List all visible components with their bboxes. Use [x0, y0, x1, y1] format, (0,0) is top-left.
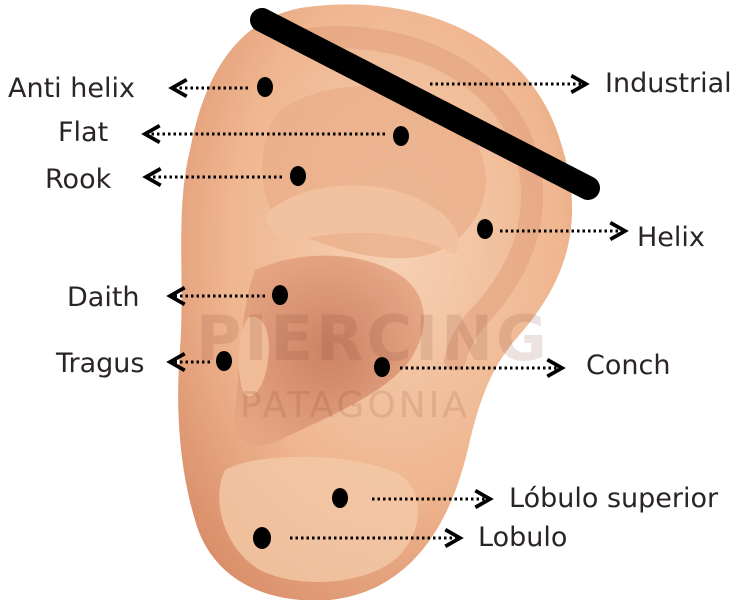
earlobe: [219, 456, 419, 582]
label-flat: Flat: [58, 117, 109, 148]
watermark-line-2: PATAGONIA: [240, 385, 470, 426]
piercing-markers: [216, 77, 493, 549]
dot-anti-helix: [257, 77, 273, 97]
dot-flat: [393, 126, 409, 146]
watermark-line-1: PIERCING: [196, 302, 550, 375]
label-daith: Daith: [67, 282, 140, 313]
dot-conch: [374, 357, 390, 377]
label-industrial: Industrial: [605, 68, 732, 99]
label-conch: Conch: [586, 350, 671, 381]
dot-daith: [272, 285, 288, 305]
antihelix-fold: [265, 185, 459, 255]
label-lobulo: Lobulo: [478, 522, 568, 553]
label-rook: Rook: [45, 164, 112, 195]
dot-lobulo-superior: [332, 488, 348, 508]
dot-rook: [290, 166, 306, 186]
dot-lobulo: [253, 527, 271, 549]
label-tragus: Tragus: [56, 348, 145, 379]
label-helix: Helix: [637, 222, 705, 253]
pointer-arrows: [141, 73, 629, 549]
industrial-bar: [250, 8, 600, 200]
dot-helix: [477, 219, 493, 239]
dot-tragus: [216, 351, 232, 371]
tragus-shape: [238, 316, 269, 396]
helix-rim: [289, 26, 544, 371]
label-lobulo-superior: Lóbulo superior: [509, 483, 719, 514]
label-anti-helix: Anti helix: [8, 73, 135, 104]
